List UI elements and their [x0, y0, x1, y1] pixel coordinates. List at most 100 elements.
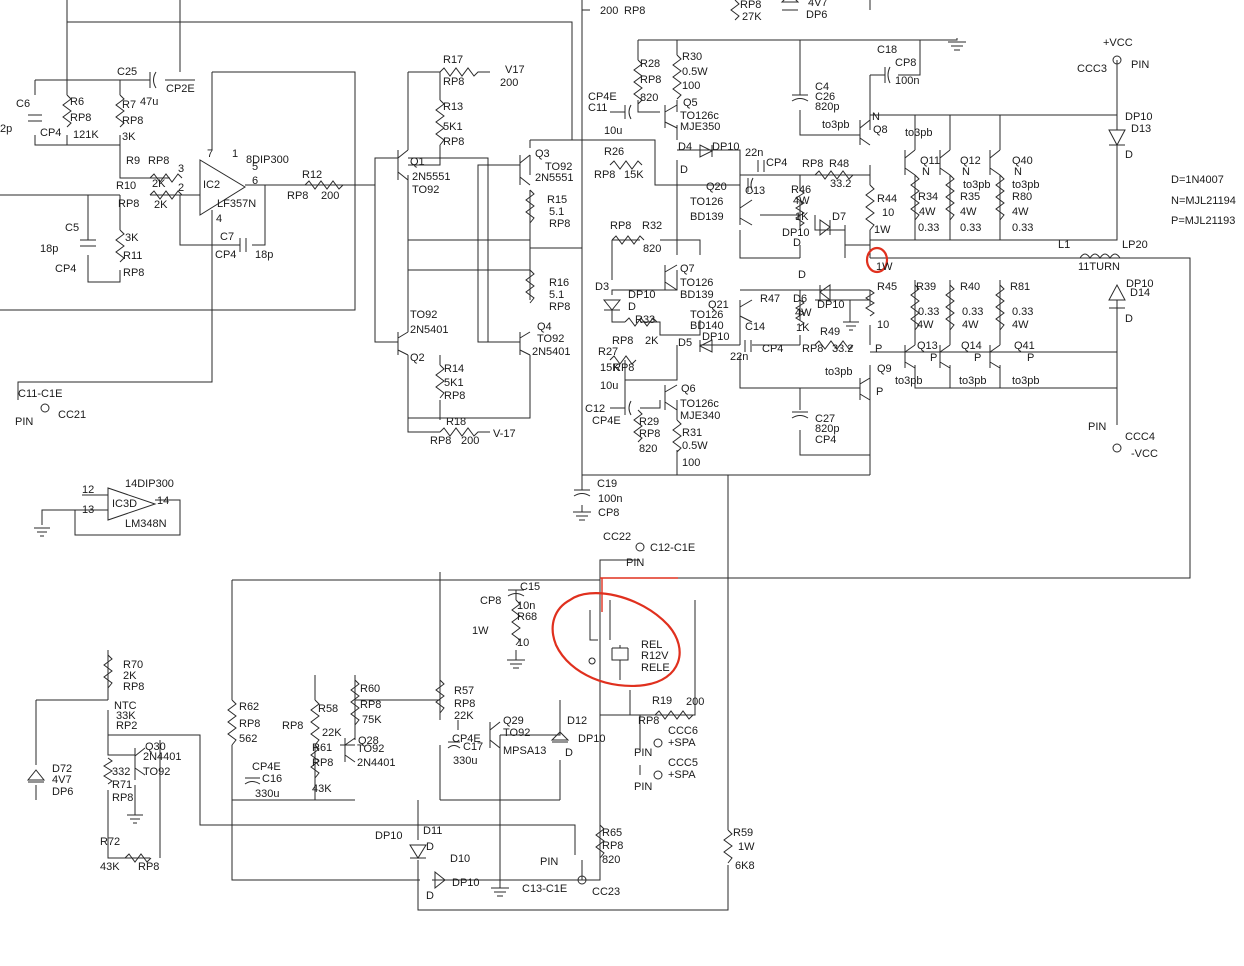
transistor-q28 — [344, 737, 356, 763]
component-label: BD139 — [680, 289, 714, 301]
diode-d6 — [819, 284, 831, 302]
component-label: D — [680, 164, 688, 176]
component-label: Q14 — [961, 340, 982, 352]
component-label: C19 — [597, 478, 617, 490]
resistor-r12 — [304, 180, 344, 190]
capacitor-c19 — [573, 489, 591, 497]
component-label: C26 — [815, 91, 835, 103]
component-label: R30 — [682, 51, 702, 63]
component-label: TO126c — [680, 110, 719, 122]
component-label: 4W — [795, 307, 812, 319]
component-label: 14DIP300 — [125, 478, 174, 490]
component-label: RP8 — [740, 0, 761, 11]
component-label: C27 — [815, 413, 835, 425]
component-label: R68 — [517, 611, 537, 623]
component-label: RP8 — [612, 335, 633, 347]
component-label: R32 — [642, 220, 662, 232]
component-label: 332 — [112, 766, 130, 778]
component-label: MJE340 — [680, 410, 720, 422]
component-label: C25 — [117, 66, 137, 78]
component-label: D — [426, 841, 434, 853]
pin-ccc4 — [1112, 443, 1122, 453]
component-label: to3pb — [1012, 375, 1040, 387]
pin-cc23 — [577, 875, 587, 885]
component-label: 22K — [454, 710, 474, 722]
component-label: D — [426, 890, 434, 902]
transistor-q12 — [939, 149, 951, 176]
component-label: to3pb — [825, 366, 853, 378]
component-label: 820 — [643, 243, 661, 255]
capacitor-c5 — [80, 239, 96, 247]
component-label: N — [1014, 166, 1022, 178]
component-label: 0.33 — [960, 222, 981, 234]
component-label: Q28 — [358, 735, 379, 747]
component-label: 6K8 — [735, 860, 755, 872]
resistor-r62 — [227, 699, 237, 746]
component-label: 15K — [600, 362, 620, 374]
resistor-r16 — [525, 269, 535, 304]
component-label: RP8 — [123, 267, 144, 279]
component-label: PIN — [540, 856, 558, 868]
component-label: R71 — [112, 779, 132, 791]
component-label: RP8 — [602, 840, 623, 852]
component-label: 14 — [157, 495, 169, 507]
component-label: N — [872, 111, 880, 123]
resistor-r45 — [865, 289, 875, 317]
component-label: R16 — [549, 277, 569, 289]
resistor-r58 — [310, 699, 320, 746]
component-label: CP4 — [766, 157, 787, 169]
capacitor-c25 — [149, 71, 157, 89]
component-label: 1 — [232, 148, 238, 160]
highlight-circle-small — [865, 246, 889, 274]
component-label: C17 — [463, 741, 483, 753]
component-label: 100 — [682, 80, 700, 92]
diode-d4 — [699, 144, 714, 158]
component-label: V17 — [505, 64, 525, 76]
resistor-r80 — [995, 174, 1005, 221]
component-label: 22n — [730, 351, 748, 363]
component-label: CP4 — [215, 249, 236, 261]
ground-top — [948, 41, 966, 51]
transistor-q40 — [989, 149, 1001, 176]
capacitor-c13 — [747, 177, 754, 193]
component-label: to3pb — [959, 375, 987, 387]
component-label: 562 — [239, 733, 257, 745]
component-label: RP8 — [443, 136, 464, 148]
component-label: 820 — [639, 443, 657, 455]
misc-symbols — [34, 41, 1122, 897]
component-label: R61 — [312, 742, 332, 754]
transistor-q13 — [904, 344, 916, 369]
component-label: CP4 — [40, 127, 61, 139]
component-label: 4W — [917, 319, 934, 331]
component-label: Q20 — [706, 181, 727, 193]
component-label: R80 — [1012, 191, 1032, 203]
component-label: TO92 — [357, 743, 384, 755]
component-label: R6 — [70, 96, 84, 108]
resistor-r28 — [633, 59, 643, 105]
component-label: 47u — [140, 96, 158, 108]
component-label: R12 — [302, 169, 322, 181]
component-label: P — [974, 352, 981, 364]
component-label: R40 — [960, 281, 980, 293]
component-label: RP8 — [802, 158, 823, 170]
component-label: RP8 — [613, 362, 634, 374]
component-label: TO126 — [690, 309, 723, 321]
component-label: CP4 — [762, 343, 783, 355]
resistor-r47 — [795, 299, 805, 327]
component-label: Q29 — [503, 715, 524, 727]
component-label: 820p — [815, 101, 839, 113]
component-label: Q40 — [1012, 155, 1033, 167]
component-label: C6 — [16, 98, 30, 110]
component-label: 4W — [919, 206, 936, 218]
resistor-r33 — [624, 317, 658, 327]
component-label: R62 — [239, 701, 259, 713]
component-label: Q13 — [917, 340, 938, 352]
component-label: D72 — [52, 763, 72, 775]
component-label: R44 — [877, 193, 897, 205]
component-label: N — [962, 166, 970, 178]
component-label: RP8 — [443, 76, 464, 88]
highlight-wire — [600, 577, 678, 612]
component-label: CC23 — [592, 886, 620, 898]
component-label: RP8 — [454, 698, 475, 710]
